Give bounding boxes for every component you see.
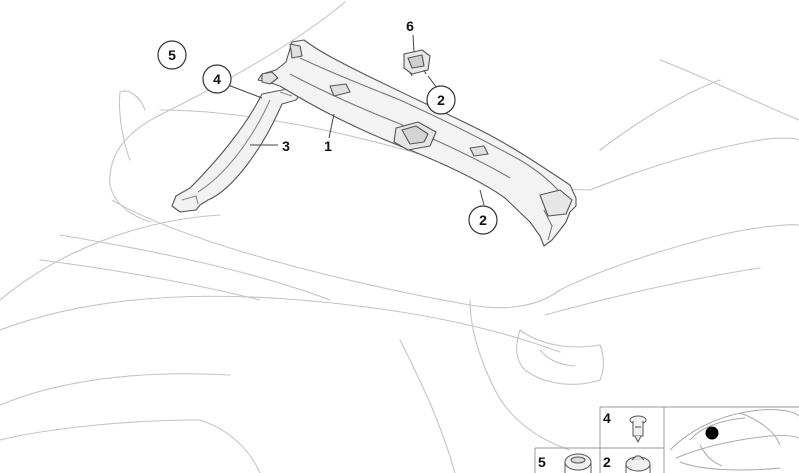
svg-text:1: 1 [324,138,332,154]
svg-text:2: 2 [437,92,445,108]
inset-cell-2: 2 [603,454,651,473]
svg-text:5: 5 [168,47,176,63]
car-locator-icon [669,409,799,471]
svg-text:5: 5 [538,454,546,470]
inset-parts-table: 4 5 2 [534,406,799,473]
callout-2-upper: 2 [426,85,456,115]
round-clip-icon [564,453,592,473]
callout-6: 6 [406,18,414,34]
rivet-pin-icon [629,415,647,444]
cowl-panel-part [257,39,577,247]
svg-text:4: 4 [603,410,611,426]
callout-4: 4 [202,64,232,94]
callout-2-lower: 2 [468,205,498,235]
callout-5: 5 [157,40,187,70]
a-pillar-trim-part [171,87,299,213]
location-dot [705,426,719,440]
svg-text:3: 3 [282,138,290,154]
inset-cell-4: 4 [603,410,647,444]
callout-3: 3 [282,138,290,154]
svg-text:2: 2 [479,212,487,228]
leader-lines [227,34,485,206]
svg-text:2: 2 [603,454,611,470]
expansion-nut-icon [625,455,651,473]
callout-1: 1 [324,138,332,154]
connector-part [403,49,431,77]
svg-text:6: 6 [406,18,414,34]
inset-cell-5: 5 [538,453,592,473]
svg-text:4: 4 [213,71,221,87]
